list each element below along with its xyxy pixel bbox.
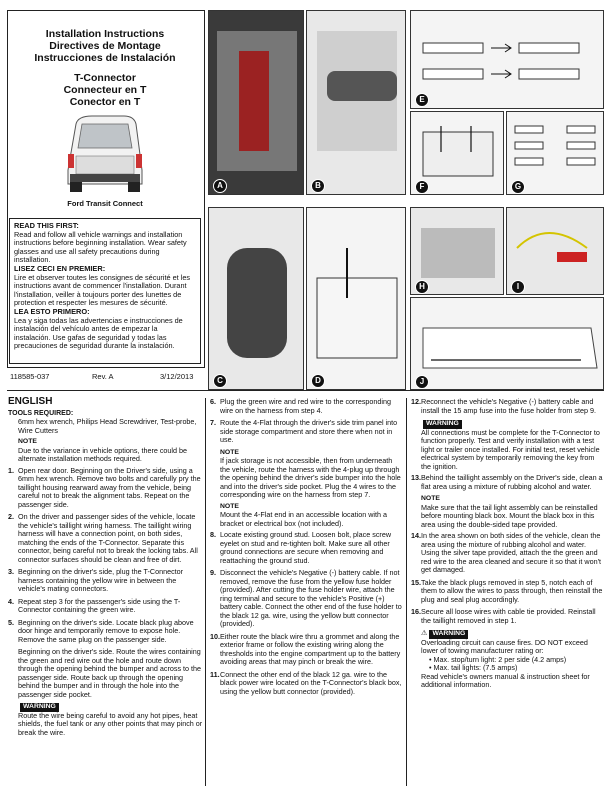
list-item: • Max. tail lights: (7.5 amps): [429, 663, 518, 672]
figure-label: E: [415, 93, 429, 107]
step-15: 15.Take the black plugs removed in step …: [411, 577, 603, 604]
product-block: T-Connector Connecteur en T Conector en …: [10, 72, 200, 108]
section-heading: ENGLISH: [8, 396, 53, 407]
figure-a: A: [208, 10, 304, 195]
step-6: 6.Plug the green wire and red wire to th…: [210, 397, 392, 415]
cover-panel: [7, 10, 205, 368]
figure-label: H: [415, 280, 429, 294]
column-2: 6.Plug the green wire and red wire to th…: [210, 397, 404, 700]
column-3: 12.Reconnect the vehicle's Negative (-) …: [411, 397, 604, 693]
step-16: 16.Secure all loose wires with cable tie…: [411, 607, 596, 625]
divider: [406, 398, 407, 786]
figure-label: B: [311, 179, 325, 193]
figure-c: C: [208, 207, 304, 390]
figure-h: H: [410, 207, 504, 295]
figure-i: I: [506, 207, 604, 295]
revision: Rev. A: [92, 372, 114, 381]
read-first-es-text: Lea y siga todas las advertencias e inst…: [14, 315, 183, 351]
divider: [7, 390, 604, 391]
column-1: ENGLISH TOOLS REQUIRED: 6mm hex wrench, …: [8, 396, 204, 740]
fire-icon: ⚠: [421, 628, 428, 637]
step-12: 12.Reconnect the vehicle's Negative (-) …: [411, 397, 596, 415]
step-7: 7.Route the 4-Flat through the driver's …: [210, 418, 398, 444]
step-4: 4.Repeat step 3 for the passenger's side…: [8, 596, 181, 614]
step-3: 3.Beginning on the driver's side, plug t…: [8, 567, 184, 593]
step-10: 10.Either route the black wire thru a gr…: [210, 631, 401, 666]
step-11: 11.Connect the other end of the black 12…: [210, 669, 402, 696]
product-en: T-Connector: [74, 72, 136, 84]
step-13: 13.Behind the taillight assembly on the …: [411, 473, 603, 491]
figure-label: D: [311, 374, 325, 388]
step-14: 14.In the area shown on both sides of th…: [411, 531, 601, 574]
title-es: Instrucciones de Instalación: [34, 52, 176, 64]
date: 3/12/2013: [160, 372, 194, 381]
vehicle-name: Ford Transit Connect: [67, 199, 143, 208]
tools-text: 6mm hex wrench, Philips Head Screwdriver…: [18, 417, 197, 435]
step-5: 5.Beginning on the driver's side. Locate…: [8, 617, 194, 644]
list-item: • Max. stop/turn light: 2 per side (4.2 …: [429, 654, 567, 664]
product-es: Conector en T: [69, 96, 141, 108]
title-en: Installation Instructions: [45, 28, 165, 40]
step-9: 9.Disconnect the vehicle's Negative (-) …: [210, 568, 402, 628]
step-2: 2.On the driver and passenger sides of t…: [8, 512, 198, 564]
figure-label: J: [415, 375, 429, 389]
limits-list: • Max. stop/turn light: 2 per side (4.2 …: [421, 654, 604, 673]
warning-badge: WARNING: [423, 420, 462, 429]
read-first-en-text: Read and follow all vehicle warnings and…: [14, 229, 187, 265]
read-first-box: READ THIS FIRST: Read and follow all veh…: [9, 218, 201, 364]
figure-label: A: [213, 179, 227, 193]
read-first-fr-title: LISEZ CECI EN PREMIER:: [14, 263, 106, 273]
product-fr: Connecteur en T: [63, 84, 147, 96]
read-first-fr-text: Lire et observer toutes les consignes de…: [14, 272, 191, 308]
warning-badge: WARNING: [20, 703, 59, 712]
van-image: [67, 115, 143, 192]
figure-label: F: [415, 180, 429, 194]
figure-b: B: [306, 10, 406, 195]
figure-e: E: [410, 10, 604, 109]
title-block: Installation Instructions Directives de …: [10, 28, 200, 64]
figure-g: G: [506, 111, 604, 195]
tools-title: TOOLS REQUIRED:: [8, 409, 74, 417]
title-fr: Directives de Montage: [49, 40, 161, 52]
figure-label: G: [511, 180, 525, 194]
figure-d: D: [306, 207, 406, 390]
read-first-en-title: READ THIS FIRST:: [14, 221, 79, 230]
figure-label: C: [213, 374, 227, 388]
step-1: 1.Open rear door. Beginning on the Drive…: [8, 465, 201, 509]
figure-j: J: [410, 297, 604, 390]
figure-label: I: [511, 280, 525, 294]
step-8: 8.Locate existing ground stud. Loosen bo…: [210, 530, 392, 565]
divider: [205, 398, 206, 786]
part-number: 118585-037: [10, 372, 50, 381]
read-first-es-title: LEA ESTO PRIMERO:: [14, 306, 90, 316]
warning-3: ⚠WARNING Overloading circuit can cause f…: [411, 628, 604, 690]
figure-f: F: [410, 111, 504, 195]
step-5-extra: Beginning on the driver's side. Route th…: [18, 647, 202, 699]
warning-badge: WARNING: [429, 630, 469, 639]
